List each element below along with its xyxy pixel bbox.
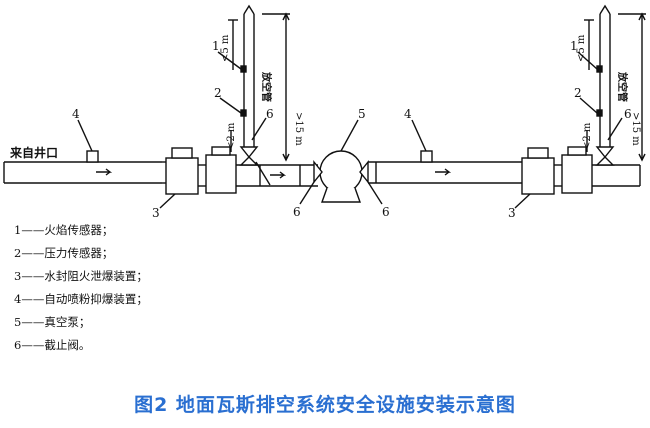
vacuum-pump-5 <box>319 150 363 194</box>
label-6-left: 6 <box>266 107 274 121</box>
flow-arrow-1 <box>96 168 113 176</box>
valve-6-left <box>239 146 259 166</box>
legend-item-5: 5——真空泵； <box>14 315 91 329</box>
vent-pipe-label-left: 放空管 <box>260 71 273 102</box>
label-3-left: 3 <box>152 206 160 220</box>
dim-2m-left: <2 m <box>226 122 237 150</box>
device-box-right <box>561 154 593 194</box>
label-4-left: 4 <box>72 107 80 121</box>
label-6-mid-right: 6 <box>382 205 390 219</box>
valve-6-right <box>595 146 615 166</box>
legend-item-4: 4——自动喷粉抑爆装置； <box>14 292 148 306</box>
flame-sensor-1-right <box>596 65 603 73</box>
pressure-sensor-2-right <box>596 109 603 117</box>
flow-arrow-3 <box>435 168 452 176</box>
label-6-mid-left: 6 <box>293 205 301 219</box>
dim-2m-right: <2 m <box>582 122 593 150</box>
label-1-left: 1 <box>212 39 220 53</box>
suppressor-4-left <box>86 150 99 163</box>
label-2-left: 2 <box>214 86 222 100</box>
inlet-label: 来自井口 <box>9 145 58 160</box>
dim-gt15m-left: >15 m <box>293 112 304 146</box>
water-seal-3-right <box>521 157 555 195</box>
legend-item-2: 2——压力传感器； <box>14 246 114 260</box>
label-1-right: 1 <box>570 39 578 53</box>
label-5: 5 <box>358 107 366 121</box>
device-box-left <box>205 154 237 194</box>
legend-item-3: 3——水封阻火泄爆装置； <box>14 269 148 283</box>
dim-lt5m-left: <5 m <box>220 34 231 62</box>
flame-sensor-1-left <box>240 65 247 73</box>
figure-caption: 图2 地面瓦斯排空系统安全设施安装示意图 <box>134 394 516 416</box>
label-6-right: 6 <box>624 107 632 121</box>
pressure-sensor-2-left <box>240 109 247 117</box>
label-3-right: 3 <box>508 206 516 220</box>
label-2-right: 2 <box>574 86 582 100</box>
flow-arrow-2 <box>270 171 287 179</box>
valve-6-mid-right <box>359 160 369 184</box>
valve-6-mid-left <box>313 160 323 184</box>
dim-gt15m-right: >15 m <box>630 112 641 146</box>
suppressor-4-right <box>420 150 433 163</box>
legend-item-1: 1——火焰传感器； <box>14 223 114 237</box>
vent-pipe-label-right: 放空管 <box>616 71 629 102</box>
water-seal-3-left <box>165 157 199 195</box>
label-4-right: 4 <box>404 107 412 121</box>
legend-item-6: 6——截止阀。 <box>14 338 91 352</box>
dim-lt5m-right: <5 m <box>576 34 587 62</box>
